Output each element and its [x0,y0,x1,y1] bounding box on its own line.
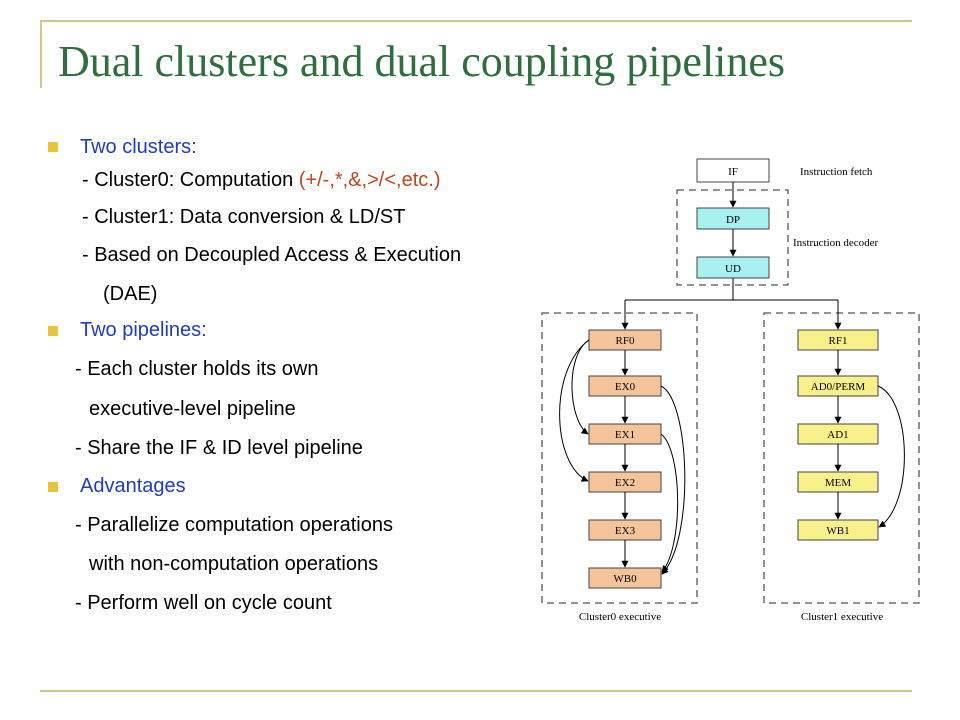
cluster0-line: - Cluster0: Computation (+/-,*,&,>/<,etc… [82,168,440,192]
advantages-line-2: with non-computation operations [89,553,379,575]
box-wb0-label: WB0 [613,573,637,585]
pipelines-line-3: - Share the IF & ID level pipeline [75,437,363,459]
bullet-square-icon [48,142,58,152]
bullet-square-icon [48,482,58,492]
slide-title: Dual clusters and dual coupling pipeline… [58,37,786,86]
box-dp-label: DP [726,214,740,226]
cluster0-region [541,312,698,604]
bypass-ex1-wb0 [660,433,679,573]
label-instruction-fetch: Instruction fetch [800,166,873,178]
pipelines-line-2: executive-level pipeline [89,398,296,420]
box-ud-label: UD [725,263,741,275]
decoder-region [676,189,789,286]
label-cluster1: Cluster1 executive [801,611,883,623]
label-cluster0: Cluster0 executive [579,611,661,623]
bypass-ex0-wb0 [660,385,686,575]
cluster0-prefix: - Cluster0: Computation [82,169,299,191]
box-wb1-label: WB1 [826,525,849,537]
advantages-line-1: - Parallelize computation operations [75,514,393,536]
box-ex2-label: EX2 [615,477,635,489]
dae-line-1: - Based on Decoupled Access & Execution [82,244,462,266]
label-instruction-decoder: Instruction decoder [793,237,879,249]
bottom-rule [40,690,912,692]
box-rf1-label: RF1 [829,335,848,347]
bullet-square-icon [48,326,58,336]
cluster0-ops: (+/-,*,&,>/<,etc.) [298,169,441,191]
cluster1-region [763,312,920,604]
left-rule [40,20,42,88]
bullet-two-clusters: Two clusters: [80,136,197,158]
bullet-advantages: Advantages [80,475,186,497]
top-rule [40,20,912,22]
bypass-ad0-wb1 [877,385,905,528]
box-ex0-label: EX0 [615,381,636,393]
pipelines-line-1: - Each cluster holds its own [75,358,319,380]
box-ad0perm-label: AD0/PERM [811,381,866,393]
box-ex3-label: EX3 [615,525,636,537]
box-ex1-label: EX1 [615,429,635,441]
bypass-rf0-ex2 [559,339,590,482]
bypass-rf0-ex1 [571,339,590,435]
box-rf0-label: RF0 [616,335,635,347]
box-if-label: IF [728,166,738,178]
bullet-two-pipelines: Two pipelines: [80,319,207,341]
box-mem-label: MEM [825,477,852,489]
advantages-line-3: - Perform well on cycle count [75,592,332,614]
dae-line-2: (DAE) [103,283,158,305]
box-wb1 [797,519,879,541]
box-wb0 [588,567,662,589]
box-ad1-label: AD1 [827,429,848,441]
cluster1-line: - Cluster1: Data conversion & LD/ST [82,206,406,228]
